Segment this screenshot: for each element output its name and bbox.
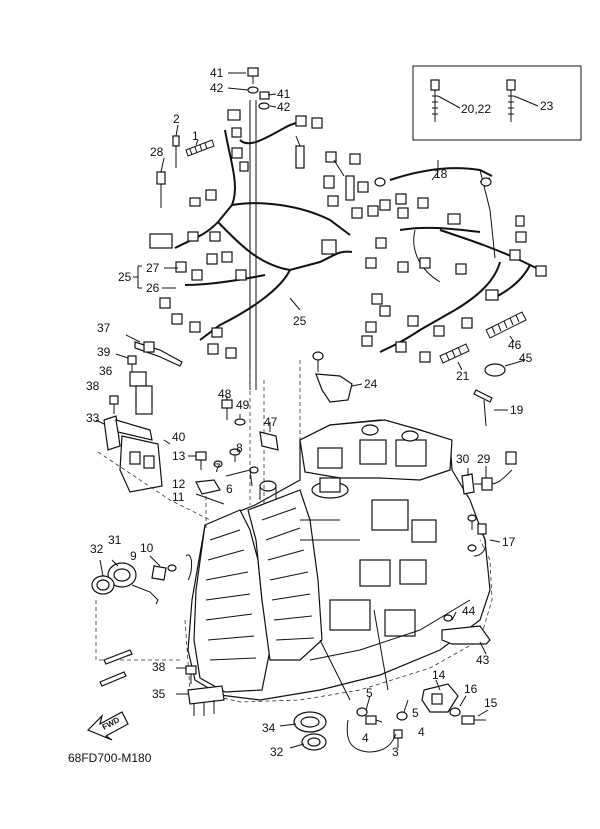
callout-21: 21 [456,369,470,383]
callout-40: 40 [172,430,186,444]
callout-42: 42 [277,100,291,114]
callout-47: 47 [264,415,278,429]
callout-5: 5 [366,686,373,700]
callout-2: 2 [173,112,180,126]
callout-14: 14 [432,668,446,682]
callout-1: 1 [192,129,199,143]
callout-49: 49 [236,398,250,412]
callout-27: 27 [146,261,160,275]
callout-15: 15 [484,696,498,710]
callout-12: 12 [172,477,186,491]
callout-38: 38 [86,379,100,393]
callout-32: 32 [90,542,104,556]
fwd-arrow: FWD [86,711,129,741]
callout-10: 10 [140,541,154,555]
diagram-code: 68FD700-M180 [68,751,152,765]
callout-9: 9 [130,549,137,563]
callout-35: 35 [152,687,166,701]
callout-23: 23 [540,99,554,113]
callout-4: 4 [418,725,425,739]
callout-25: 25 [293,314,307,328]
callout-31: 31 [108,533,122,547]
right-wire-harness [361,160,547,427]
callout-46: 46 [508,338,522,352]
callout-4: 4 [362,731,369,745]
callout-44: 44 [462,604,476,618]
callout-24: 24 [364,377,378,391]
callout-32: 32 [270,745,284,759]
callout-20-22: 20,22 [461,102,491,116]
callout-13: 13 [172,449,186,463]
callout-19: 19 [510,403,524,417]
engine-block [184,360,493,703]
callout-5: 5 [412,706,419,720]
callout-3: 3 [392,745,399,759]
callout-48: 48 [218,387,232,401]
callout-41: 41 [277,87,291,101]
callout-38: 38 [152,660,166,674]
inset-box [412,65,582,141]
left-components [95,334,211,521]
callout-16: 16 [464,682,478,696]
callout-37: 37 [97,321,111,335]
callout-8: 8 [236,441,243,455]
callout-labels: 41 42 41 42 2 1 28 20,22 23 18 27 25 26 … [86,66,554,759]
callout-43: 43 [476,653,490,667]
callout-17: 17 [502,535,516,549]
callout-45: 45 [519,351,533,365]
callout-29: 29 [477,452,491,466]
callout-28: 28 [150,145,164,159]
callout-18: 18 [434,167,448,181]
callout-41: 41 [210,66,224,80]
callout-25: 25 [118,270,132,284]
callout-7: 7 [214,461,221,475]
callout-33: 33 [86,411,100,425]
callout-6: 6 [226,482,233,496]
callout-26: 26 [146,281,160,295]
callout-34: 34 [262,721,276,735]
callout-42: 42 [210,81,224,95]
callout-30: 30 [456,452,470,466]
callout-36: 36 [99,364,113,378]
small-parts [91,351,517,753]
callout-11: 11 [172,490,185,504]
upper-wire-harness [133,67,379,390]
callout-39: 39 [97,345,111,359]
